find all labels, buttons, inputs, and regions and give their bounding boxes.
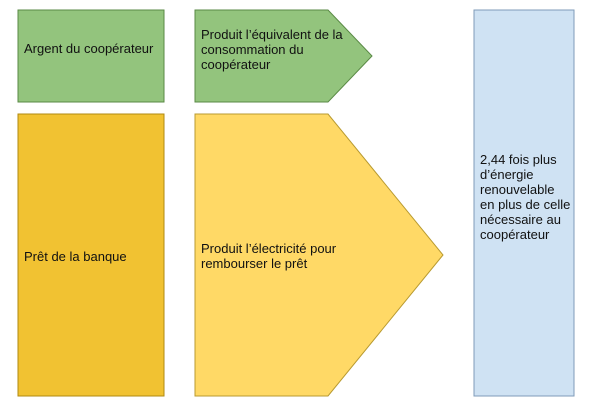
loan-label: Prêt de la banque bbox=[24, 249, 127, 264]
result-box bbox=[473, 9, 575, 397]
result-label: 2,44 fois plus d’énergie renouvelable en… bbox=[480, 152, 571, 242]
loan-output-label: Produit l’électricité pour rembourser le… bbox=[201, 241, 337, 271]
savings-label: Argent du coopérateur bbox=[24, 41, 154, 56]
loan-output-arrow bbox=[194, 113, 444, 397]
savings-box bbox=[17, 9, 165, 103]
loan-box bbox=[17, 113, 165, 397]
savings-output-arrow bbox=[194, 9, 373, 103]
savings-output-label: Produit l’équivalent de la consommation … bbox=[201, 27, 343, 72]
